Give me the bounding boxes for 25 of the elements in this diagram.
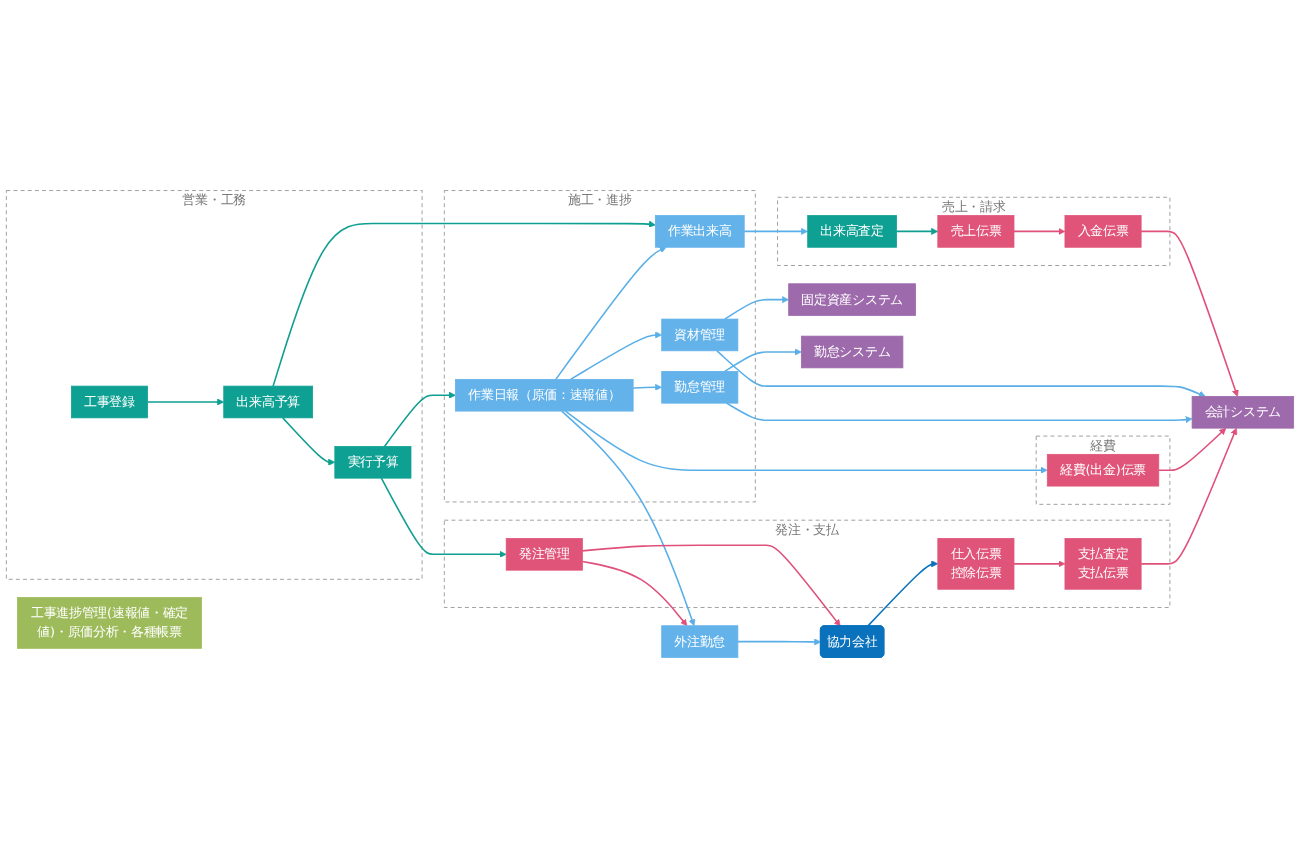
arrow	[723, 348, 802, 373]
arrow	[581, 560, 688, 627]
arrow	[560, 410, 696, 627]
arrow	[1013, 227, 1066, 235]
arrow	[564, 410, 1048, 474]
arrow	[581, 544, 841, 627]
arrow	[895, 227, 939, 235]
arrow	[272, 220, 656, 387]
arrow	[383, 391, 456, 448]
arrow	[716, 350, 1206, 398]
arrow	[737, 638, 822, 646]
arrow	[282, 417, 336, 466]
arrow	[380, 477, 507, 558]
arrow	[1140, 230, 1239, 397]
arrow	[146, 398, 225, 406]
arrow	[866, 560, 939, 627]
arrow	[723, 296, 789, 320]
arrow	[1013, 560, 1066, 568]
arrow	[1157, 427, 1227, 471]
arrow	[632, 383, 663, 391]
arrow	[743, 227, 808, 235]
arrow	[1140, 427, 1238, 565]
arrow	[725, 402, 1193, 424]
arrow	[569, 331, 663, 381]
arrow	[555, 246, 667, 381]
